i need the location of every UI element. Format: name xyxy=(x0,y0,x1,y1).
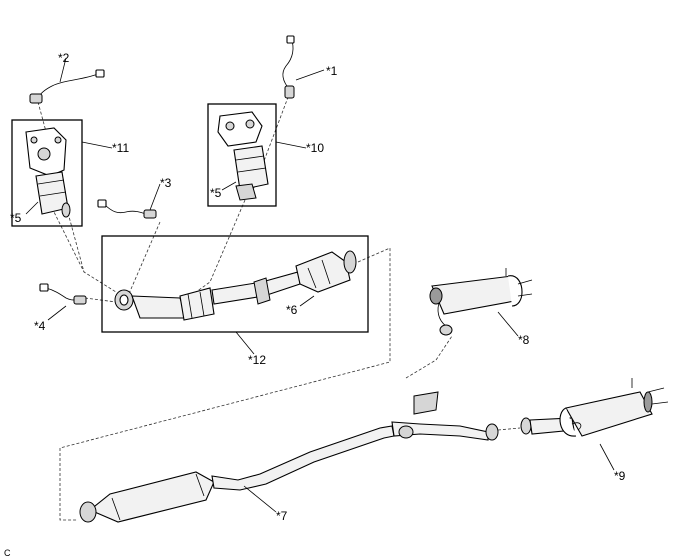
manifold-converter-11-box xyxy=(11,119,83,227)
callout-8: *8 xyxy=(518,333,530,347)
leader-10 xyxy=(275,141,307,149)
callout-9: *9 xyxy=(614,469,626,483)
callout-4: *4 xyxy=(34,319,46,333)
oxygen-sensor-1 xyxy=(282,35,295,99)
leader-1 xyxy=(295,69,325,81)
manifold-converter-10 xyxy=(217,111,269,201)
callout-6: *6 xyxy=(286,303,298,317)
callout-2: *2 xyxy=(58,51,70,65)
leader-5a xyxy=(25,201,39,215)
leader-12 xyxy=(235,331,255,355)
front-exhaust-pipe-6 xyxy=(114,250,357,321)
front-pipe-12-box xyxy=(101,235,369,333)
oxygen-sensor-3 xyxy=(97,199,157,219)
leader-6 xyxy=(299,295,315,307)
oxygen-sensor-2 xyxy=(29,69,105,104)
leader-9 xyxy=(599,443,615,471)
manifold-converter-11 xyxy=(25,127,71,218)
leader-5b xyxy=(221,181,237,191)
manifold-converter-10-box xyxy=(207,103,277,207)
leader-3 xyxy=(149,183,161,211)
leader-7 xyxy=(243,485,277,513)
leader-11 xyxy=(81,141,113,149)
leader-8 xyxy=(497,311,519,337)
callout-12: *12 xyxy=(248,353,266,367)
callout-1: *1 xyxy=(326,64,338,78)
tail-muffler-9 xyxy=(520,378,669,437)
callout-7: *7 xyxy=(276,509,288,523)
leader-4 xyxy=(47,305,67,321)
oxygen-sensor-4 xyxy=(39,283,87,305)
callout-11: *11 xyxy=(112,141,129,155)
leader-2 xyxy=(59,57,67,83)
callout-10: *10 xyxy=(306,141,324,155)
muffler-8 xyxy=(429,268,533,336)
corner-mark: C xyxy=(4,548,11,558)
dashed-connection-lines xyxy=(37,91,521,521)
callout-5b: *5 xyxy=(210,186,222,200)
center-exhaust-pipe-7 xyxy=(79,391,499,523)
callout-5a: *5 xyxy=(10,211,22,225)
callout-3: *3 xyxy=(160,176,172,190)
